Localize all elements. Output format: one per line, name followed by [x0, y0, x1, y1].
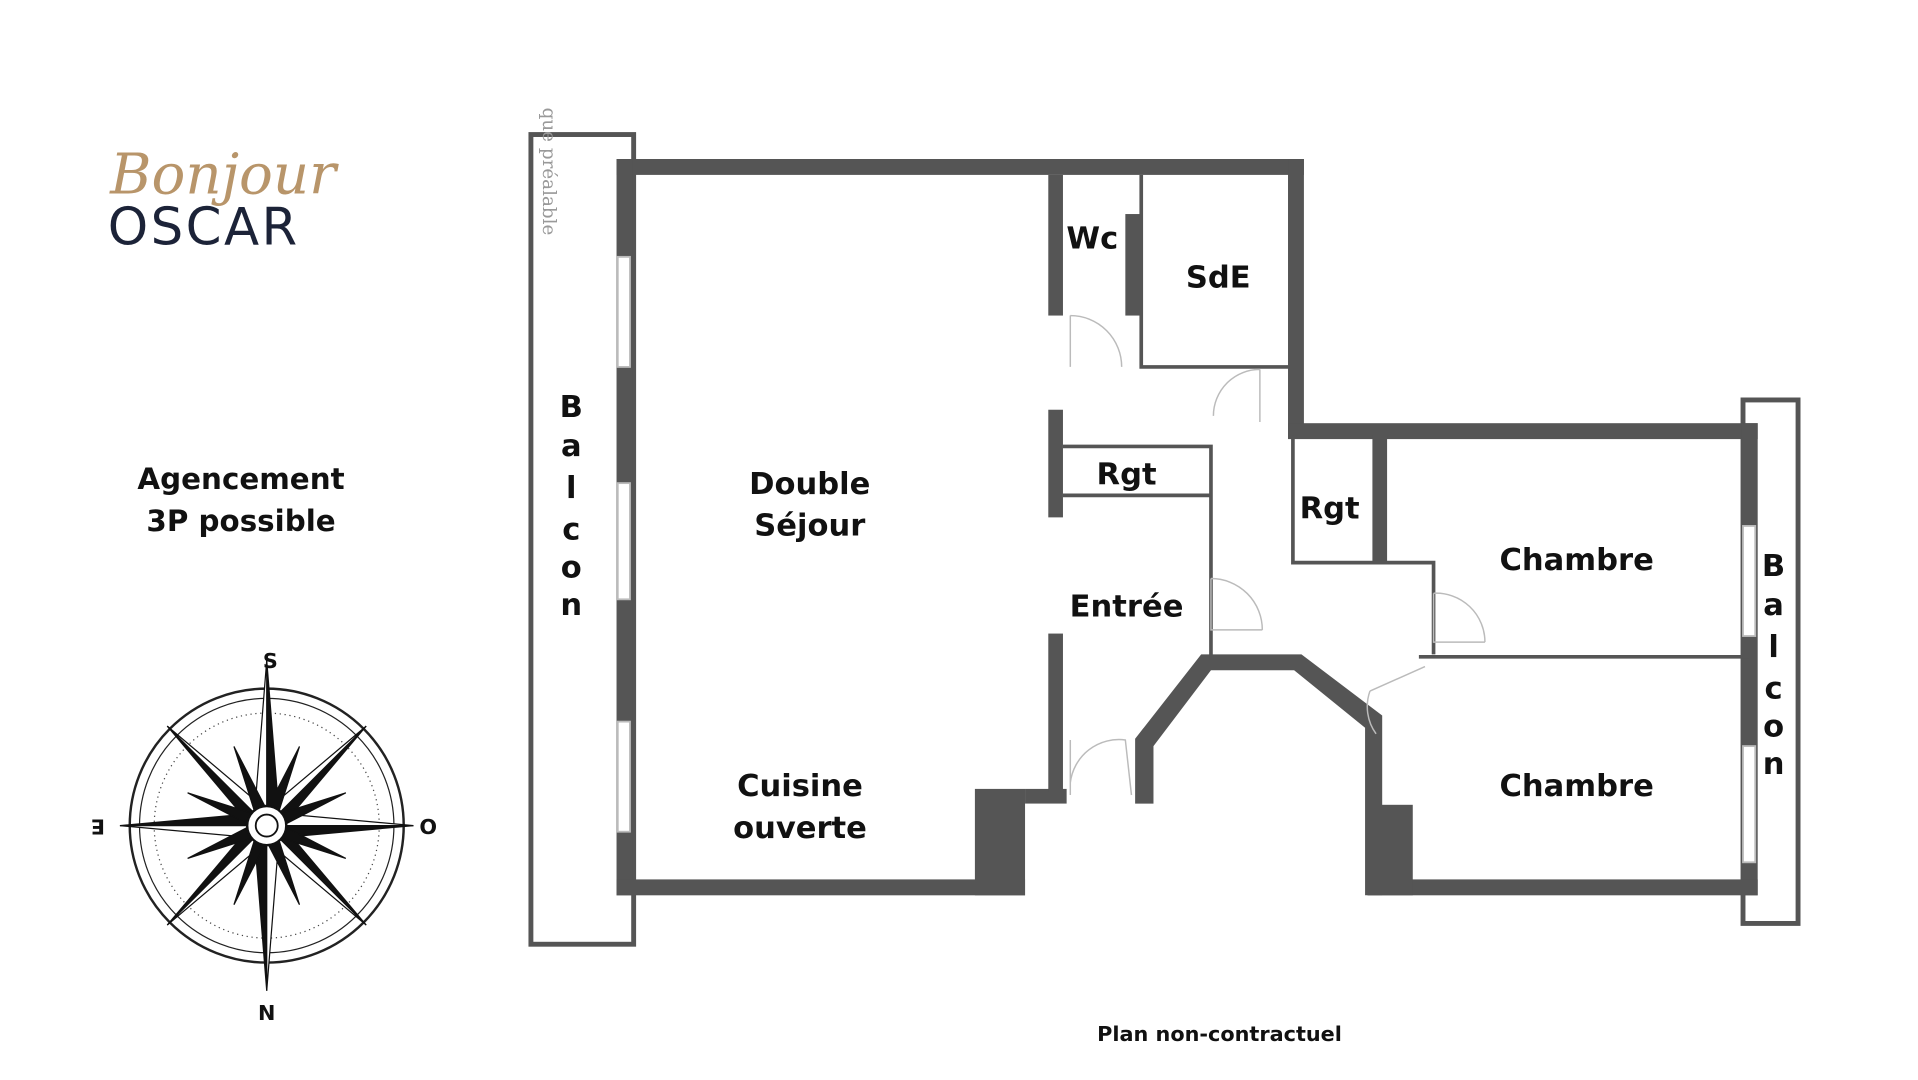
balcony-right-label: B a l c o n	[1762, 549, 1785, 782]
compass-east: E	[91, 814, 105, 838]
svg-text:a: a	[561, 429, 582, 464]
logo-word: OSCAR	[108, 198, 300, 258]
partitions	[1062, 174, 1750, 661]
layout-note-line1: Agencement	[137, 462, 344, 496]
balcony-left-label: B a l c o n	[560, 390, 583, 623]
doors	[1069, 314, 1486, 796]
layout-note-line2: 3P possible	[146, 504, 335, 538]
room-double-sejour-2: Séjour	[754, 509, 865, 544]
room-labels: Double Séjour Cuisine ouverte Wc SdE Rgt…	[560, 221, 1786, 846]
room-rgt-2: Rgt	[1300, 492, 1360, 527]
svg-text:n: n	[560, 588, 582, 623]
svg-text:B: B	[1762, 549, 1785, 584]
room-cuisine-1: Cuisine	[737, 769, 863, 804]
svg-text:o: o	[561, 550, 582, 585]
room-chambre-2: Chambre	[1499, 769, 1653, 804]
room-chambre-1: Chambre	[1499, 543, 1653, 578]
windows	[616, 255, 1757, 864]
room-wc: Wc	[1066, 221, 1118, 256]
svg-text:n: n	[1763, 747, 1785, 782]
svg-text:l: l	[1768, 630, 1778, 665]
svg-text:c: c	[562, 512, 580, 547]
room-double-sejour-1: Double	[749, 467, 870, 502]
logo: Bonjour OSCAR	[108, 142, 339, 257]
compass-rose-icon	[119, 660, 414, 991]
compass-north: N	[258, 1001, 275, 1025]
svg-text:a: a	[1763, 588, 1784, 623]
balcony-left	[528, 132, 637, 947]
svg-text:B: B	[560, 390, 583, 425]
disclaimer-footer: Plan non-contractuel	[1097, 1022, 1342, 1046]
compass-west: O	[419, 815, 437, 839]
residual-text: que préalable	[538, 108, 559, 236]
svg-text:o: o	[1763, 709, 1784, 744]
room-cuisine-2: ouverte	[733, 811, 867, 846]
room-sde: SdE	[1186, 260, 1251, 295]
room-rgt-1: Rgt	[1097, 457, 1157, 492]
room-entree: Entrée	[1070, 589, 1184, 624]
logo-script: Bonjour	[109, 142, 339, 207]
svg-text:c: c	[1765, 671, 1783, 706]
svg-text:l: l	[566, 471, 576, 506]
compass-south: S	[263, 649, 278, 673]
